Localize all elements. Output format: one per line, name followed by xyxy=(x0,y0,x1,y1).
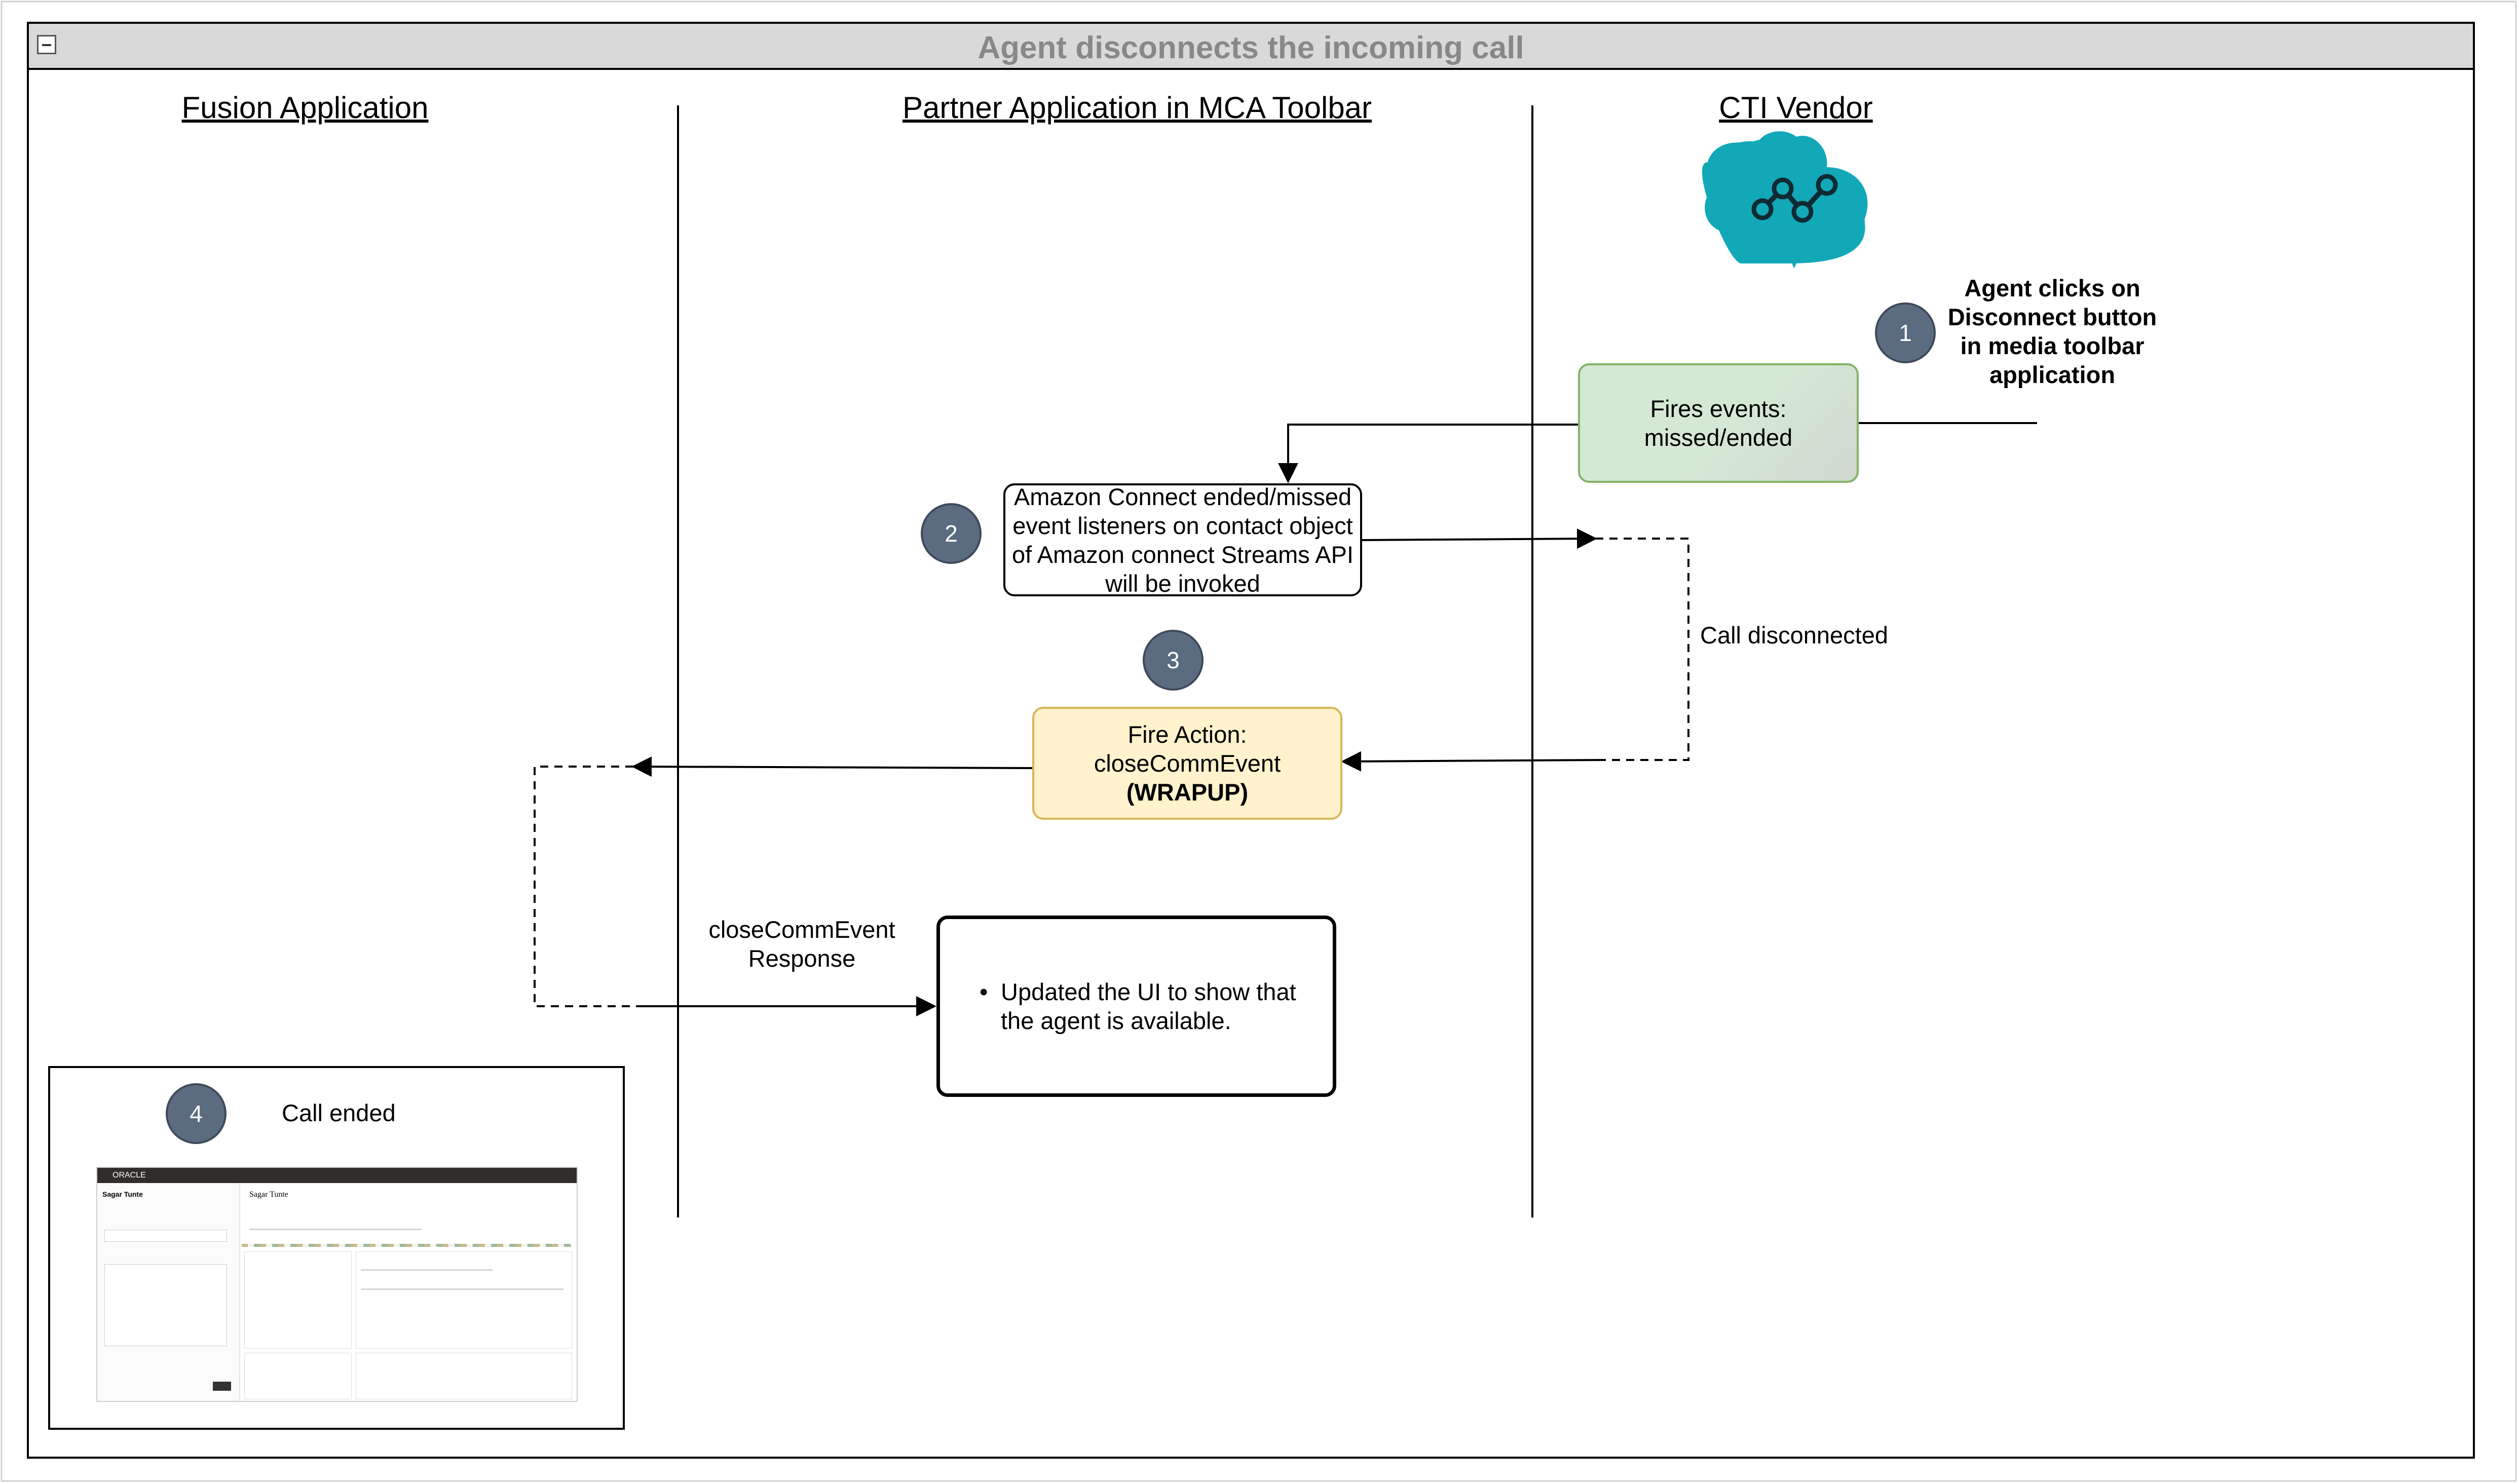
screenshot-divider xyxy=(242,1244,571,1247)
fires-to-listeners-arrow xyxy=(1278,424,1578,483)
step1-line: Agent clicks on xyxy=(1964,275,2140,301)
screenshot-table-header xyxy=(361,1288,563,1290)
fusion-app-screenshot: ORACLE Sagar Tunte Sagar Tunte xyxy=(96,1167,578,1402)
call-disconnected-dashed xyxy=(1595,538,1689,761)
screenshot-topbar: ORACLE xyxy=(97,1168,577,1183)
step-badge-1: 1 xyxy=(1875,302,1936,363)
lane-title-cti: CTI Vendor xyxy=(1719,91,1873,125)
step-badge-4: 4 xyxy=(166,1083,227,1144)
screenshot-filter-field xyxy=(361,1269,493,1271)
response-label: closeCommEvent Response xyxy=(674,915,930,973)
outer-frame xyxy=(27,22,2475,1459)
fire-action-line3: (WRAPUP) xyxy=(1126,779,1249,806)
screenshot-search-field xyxy=(249,1229,422,1230)
title-bar: Agent disconnects the incoming call xyxy=(29,24,2473,70)
step-badge-3: 3 xyxy=(1143,630,1204,691)
screenshot-sidebar-name: Sagar Tunte xyxy=(102,1190,143,1198)
fires-events-line2: missed/ended xyxy=(1644,424,1793,451)
screenshot-contact-name: Sagar Tunte xyxy=(249,1190,288,1199)
listeners-line: will be invoked xyxy=(1105,569,1260,597)
fire-action-line1: Fire Action: xyxy=(1127,721,1247,748)
step-badge-2: 2 xyxy=(921,503,982,564)
call-disconnected-label: Call disconnected xyxy=(1700,622,1888,649)
fusion-return-dashed xyxy=(534,766,636,1007)
updated-ui-bullet: Updated the UI to show that xyxy=(1001,978,1296,1005)
screenshot-sidebar: Sagar Tunte xyxy=(97,1183,240,1401)
listeners-line: of Amazon connect Streams API xyxy=(1011,541,1354,568)
screenshot-save-button xyxy=(213,1382,231,1391)
updated-ui-text: • Updated the UI to show that the agent … xyxy=(980,977,1296,1035)
screenshot-service-requests-panel xyxy=(356,1251,572,1349)
collapse-button[interactable] xyxy=(37,35,56,54)
action-to-fusion-arrow xyxy=(631,756,1033,777)
step1-description: Agent clicks on Disconnect button in med… xyxy=(1921,274,2184,389)
listeners-line: event listeners on contact object xyxy=(1012,512,1353,539)
bullet-dot: • xyxy=(980,978,988,1005)
step1-line: application xyxy=(1989,361,2116,388)
updated-ui-bullet-cont: the agent is available. xyxy=(1001,1007,1231,1034)
fire-action-box: Fire Action: closeCommEvent (WRAPUP) xyxy=(1032,707,1342,820)
call-ended-label: Call ended xyxy=(282,1099,396,1126)
fire-action-line2: closeCommEvent xyxy=(1094,750,1281,777)
screenshot-interactions-panel xyxy=(356,1353,572,1399)
screenshot-field xyxy=(104,1230,227,1242)
updated-ui-box: • Updated the UI to show that the agent … xyxy=(936,916,1336,1097)
response-label-line2: Response xyxy=(748,945,856,972)
response-label-line1: closeCommEvent xyxy=(708,916,895,943)
fires-events-box: Fires events: missed/ended xyxy=(1578,363,1859,483)
diagram-title: Agent disconnects the incoming call xyxy=(977,30,1524,65)
screenshot-notes xyxy=(104,1264,227,1346)
screenshot-asset-panel xyxy=(244,1353,352,1399)
oracle-logo: ORACLE xyxy=(112,1171,146,1179)
step1-line: Disconnect button xyxy=(1947,303,2157,330)
listeners-to-disconnect-arrow xyxy=(1362,528,1597,549)
step1-line: in media toolbar xyxy=(1960,332,2145,359)
lane-title-fusion: Fusion Application xyxy=(181,91,429,125)
updated-ui-bullet-item: • Updated the UI to show that xyxy=(980,977,1296,1006)
lane-title-partner: Partner Application in MCA Toolbar xyxy=(902,91,1372,125)
cloud-network-icon xyxy=(1702,131,1868,269)
event-listeners-box: Amazon Connect ended/missed event listen… xyxy=(1003,483,1362,597)
listeners-line: Amazon Connect ended/missed xyxy=(1013,483,1352,510)
screenshot-contact-panel xyxy=(244,1251,352,1349)
disconnected-to-action-arrow xyxy=(1341,751,1602,772)
fires-events-line1: Fires events: xyxy=(1650,395,1787,422)
